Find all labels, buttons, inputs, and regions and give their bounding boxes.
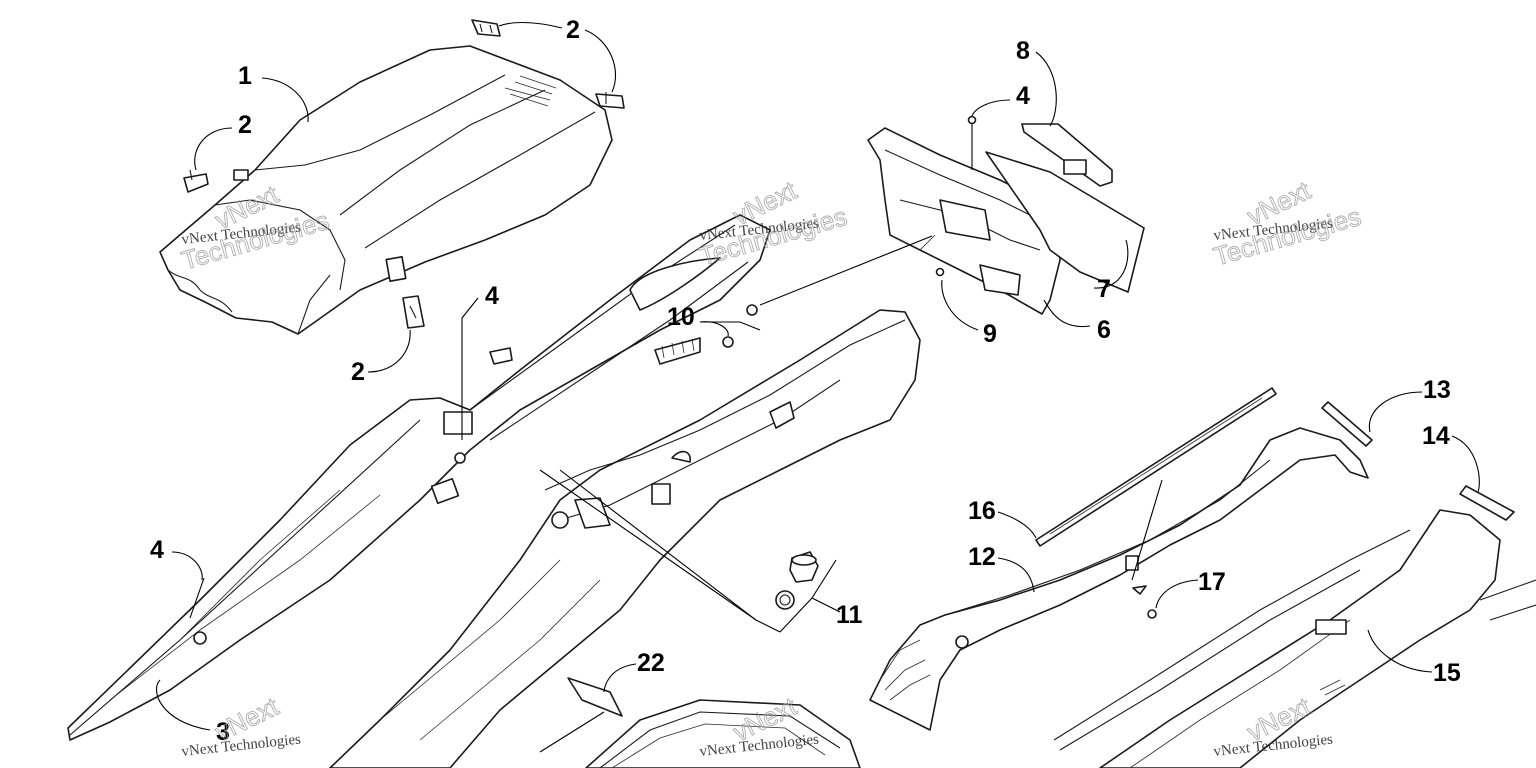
part-reflector-8	[1021, 123, 1113, 187]
callout-2-top: 2	[566, 16, 580, 44]
part-center-side-panel	[329, 309, 921, 768]
callout-4-center: 4	[485, 282, 499, 310]
watermark-top-center: vNext vNext Technologies Technologies	[696, 174, 851, 272]
callout-8: 8	[1016, 37, 1030, 65]
part-fastener-10	[722, 304, 758, 348]
part-grommet-11	[775, 551, 819, 610]
callout-2-left: 2	[238, 111, 252, 139]
part-right-rail-12	[869, 427, 1369, 731]
part-left-side-rail	[67, 214, 771, 741]
callout-4-left: 4	[150, 536, 164, 564]
callout-7: 7	[1097, 275, 1111, 303]
screw-part-4-right	[967, 115, 977, 170]
clip-part-2-right	[595, 92, 625, 109]
screw-part-9	[935, 267, 945, 277]
callout-14: 14	[1422, 422, 1450, 450]
part-trim-strip-16	[1035, 387, 1277, 547]
part-tail-bracket-6	[867, 127, 1061, 315]
callout-22: 22	[637, 649, 665, 677]
clip-part-2-left	[183, 169, 209, 193]
clip-part-2-top	[471, 19, 501, 37]
callout-13: 13	[1423, 376, 1451, 404]
part-rivet-17	[1132, 585, 1157, 619]
leader-lines	[156, 22, 1480, 753]
part-storage-bin	[585, 699, 861, 768]
part-reflector-plate-7	[985, 151, 1145, 293]
callout-17: 17	[1198, 568, 1226, 596]
part-decal-14	[1459, 485, 1515, 521]
callout-12: 12	[968, 543, 996, 571]
part-seat-cover	[159, 45, 613, 335]
callout-2-bottom: 2	[351, 358, 365, 386]
callout-4-right: 4	[1016, 82, 1030, 110]
callout-16: 16	[968, 497, 996, 525]
callout-15: 15	[1433, 659, 1461, 687]
watermark-top-right: vNext vNext Technologies Technologies	[1210, 174, 1365, 272]
callout-1: 1	[238, 62, 252, 90]
part-decal-22	[567, 677, 623, 717]
watermark-bottom-left: vNext vNext Technologies	[181, 690, 302, 760]
part-side-panel-15	[1053, 509, 1536, 768]
callout-3: 3	[216, 718, 230, 746]
callout-labels: 1 2 2 2 3 4 4 4 6 7 8 9 10 11 12 13 14 1…	[150, 16, 1461, 746]
callout-6: 6	[1097, 316, 1111, 344]
callout-9: 9	[983, 320, 997, 348]
part-decal-13	[1321, 401, 1373, 447]
clip-part-2-bottom	[402, 295, 425, 329]
callout-11: 11	[836, 601, 863, 629]
callout-10: 10	[667, 303, 695, 331]
